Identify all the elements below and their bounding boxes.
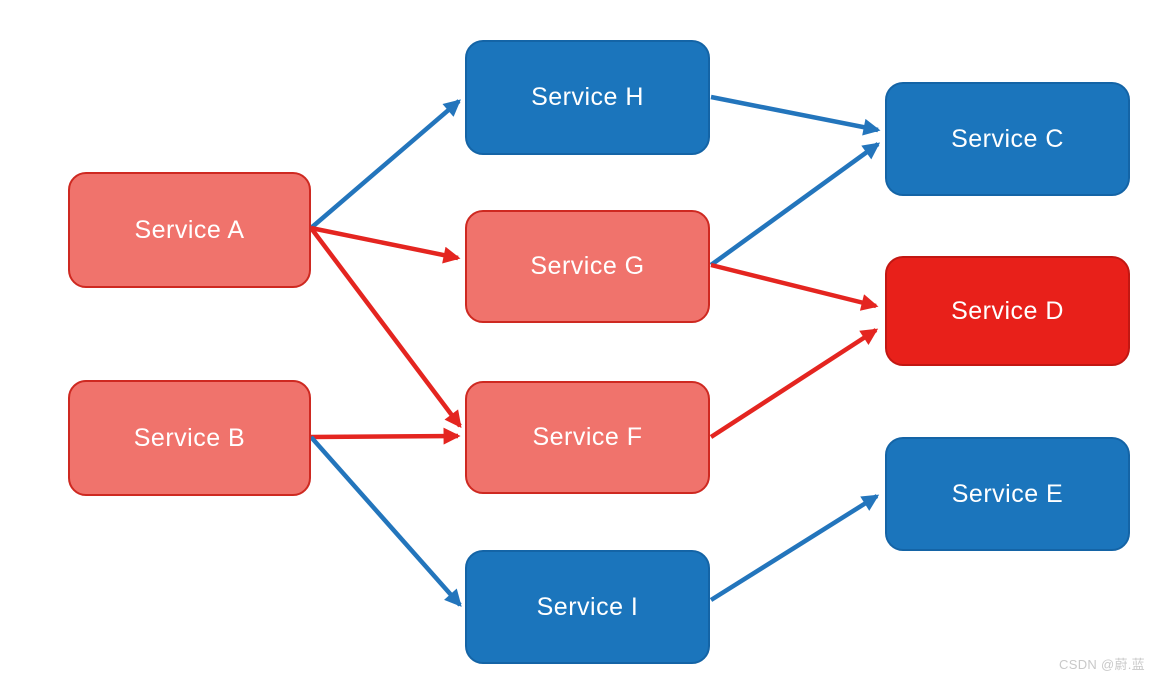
- node-service-f: Service F: [465, 381, 710, 494]
- node-label: Service A: [134, 215, 245, 244]
- node-label: Service B: [133, 423, 246, 452]
- edge-b-to-f: [310, 427, 461, 445]
- node-label: Service E: [951, 479, 1064, 508]
- node-label: Service H: [531, 83, 644, 111]
- node-service-a: Service A: [68, 172, 311, 288]
- edge-a-to-h: [309, 99, 461, 230]
- watermark: CSDN @蔚.蓝: [1059, 657, 1145, 672]
- edge-g-to-d: [710, 262, 879, 311]
- node-service-d: Service D: [885, 256, 1130, 366]
- node-service-i: Service I: [465, 550, 710, 664]
- node-label: Service D: [951, 296, 1064, 325]
- node-service-e: Service E: [885, 437, 1130, 551]
- node-service-h: Service H: [465, 40, 710, 155]
- node-label: Service I: [536, 592, 639, 621]
- edge-h-to-c: [710, 94, 881, 136]
- node-service-g: Service G: [465, 210, 710, 323]
- node-service-b: Service B: [68, 380, 311, 496]
- edge-b-to-i: [309, 435, 462, 607]
- node-label: Service F: [532, 423, 643, 451]
- node-label: Service C: [951, 124, 1064, 153]
- edge-f-to-d: [709, 328, 879, 439]
- edge-g-to-c: [709, 142, 881, 267]
- edge-i-to-e: [709, 494, 880, 602]
- node-service-c: Service C: [885, 82, 1130, 196]
- node-label: Service G: [530, 252, 645, 280]
- edge-a-to-f: [309, 226, 462, 429]
- edge-a-to-g: [310, 225, 461, 264]
